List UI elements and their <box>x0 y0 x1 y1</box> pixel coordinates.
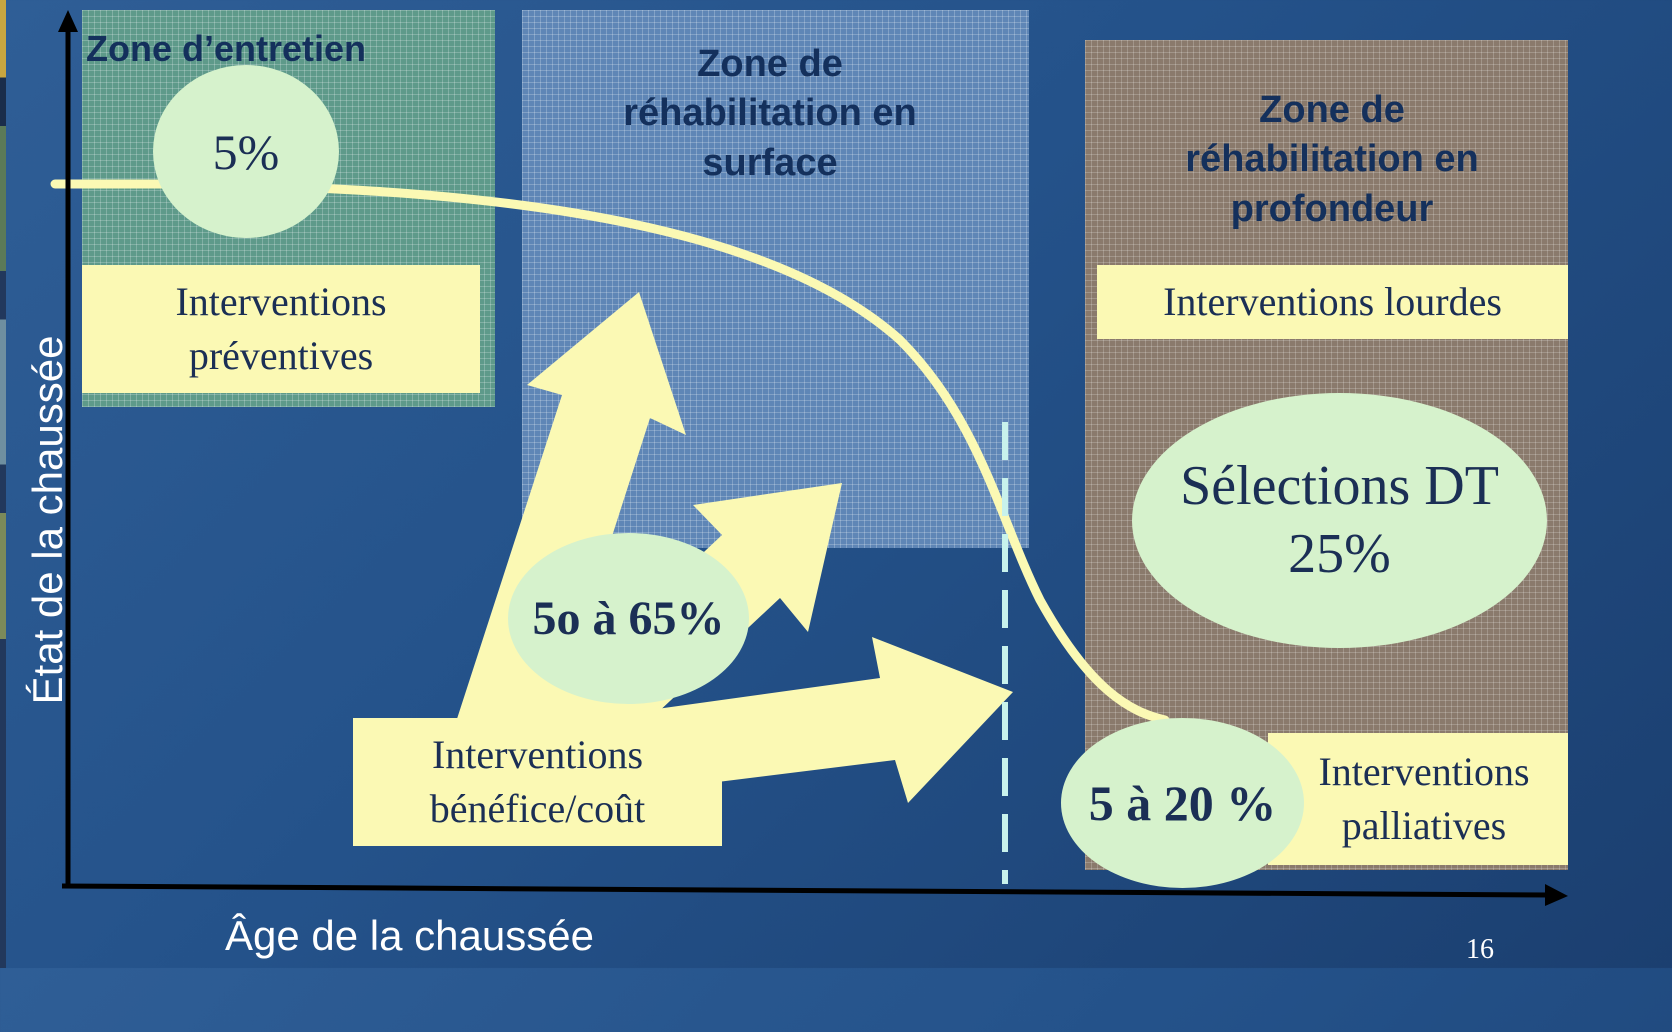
y-axis-label: État de la chaussée <box>24 335 71 705</box>
long-term-selection-bubble: Sélections DT 25% <box>1132 393 1547 648</box>
benefit-cost-percent-bubble: 5o à 65% <box>508 533 749 704</box>
surface-zone-title: Zone de réhabilitation en surface <box>623 43 917 184</box>
heavy-interventions-box: Interventions lourdes <box>1097 265 1568 339</box>
maintenance-zone-title: Zone d’entretien <box>86 28 367 69</box>
left-photo-strip <box>0 0 6 968</box>
y-axis-arrowhead <box>58 10 78 32</box>
depth-zone-title: Zone de réhabilitation en profondeur <box>1185 89 1479 230</box>
palliative-percent-bubble: 5 à 20 % <box>1061 718 1304 888</box>
x-axis-arrowhead <box>1545 884 1568 906</box>
deterioration-curve <box>50 179 1170 725</box>
preventive-interventions-box: Interventions préventives <box>82 265 480 393</box>
maintenance-percent-bubble: 5% <box>153 65 339 238</box>
palliative-interventions-box: Interventions palliatives <box>1268 733 1568 865</box>
benefit-cost-interventions-box: Interventions bénéfice/coût <box>353 718 722 846</box>
x-axis-label: Âge de la chaussée <box>225 912 594 959</box>
page-number: 16 <box>1466 934 1494 965</box>
x-axis <box>61 883 1551 898</box>
